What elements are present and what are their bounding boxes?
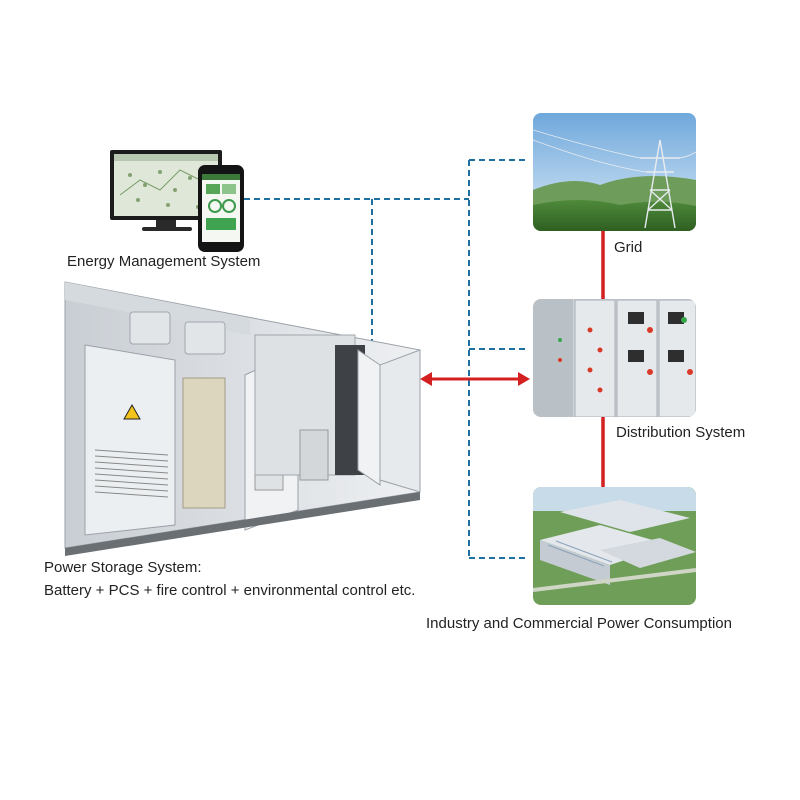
distribution-image [533, 299, 696, 417]
warning-icon [123, 403, 141, 420]
ems-label: Energy Management System [67, 253, 261, 270]
storage-title: Power Storage System: [44, 559, 202, 576]
distribution-label: Distribution System [616, 424, 746, 441]
ems-devices [110, 150, 244, 252]
grid-image [533, 113, 696, 231]
storage-container [64, 281, 421, 556]
industry-label: Industry and Commercial Power Consumptio… [426, 615, 732, 632]
power-tower-icon [640, 139, 680, 229]
industry-image [533, 487, 696, 605]
power-lines [420, 231, 605, 487]
storage-description: Battery + PCS + fire control + environme… [44, 582, 416, 599]
grid-label: Grid [614, 239, 643, 256]
communication-lines [244, 159, 526, 559]
phone-icon [198, 165, 244, 252]
